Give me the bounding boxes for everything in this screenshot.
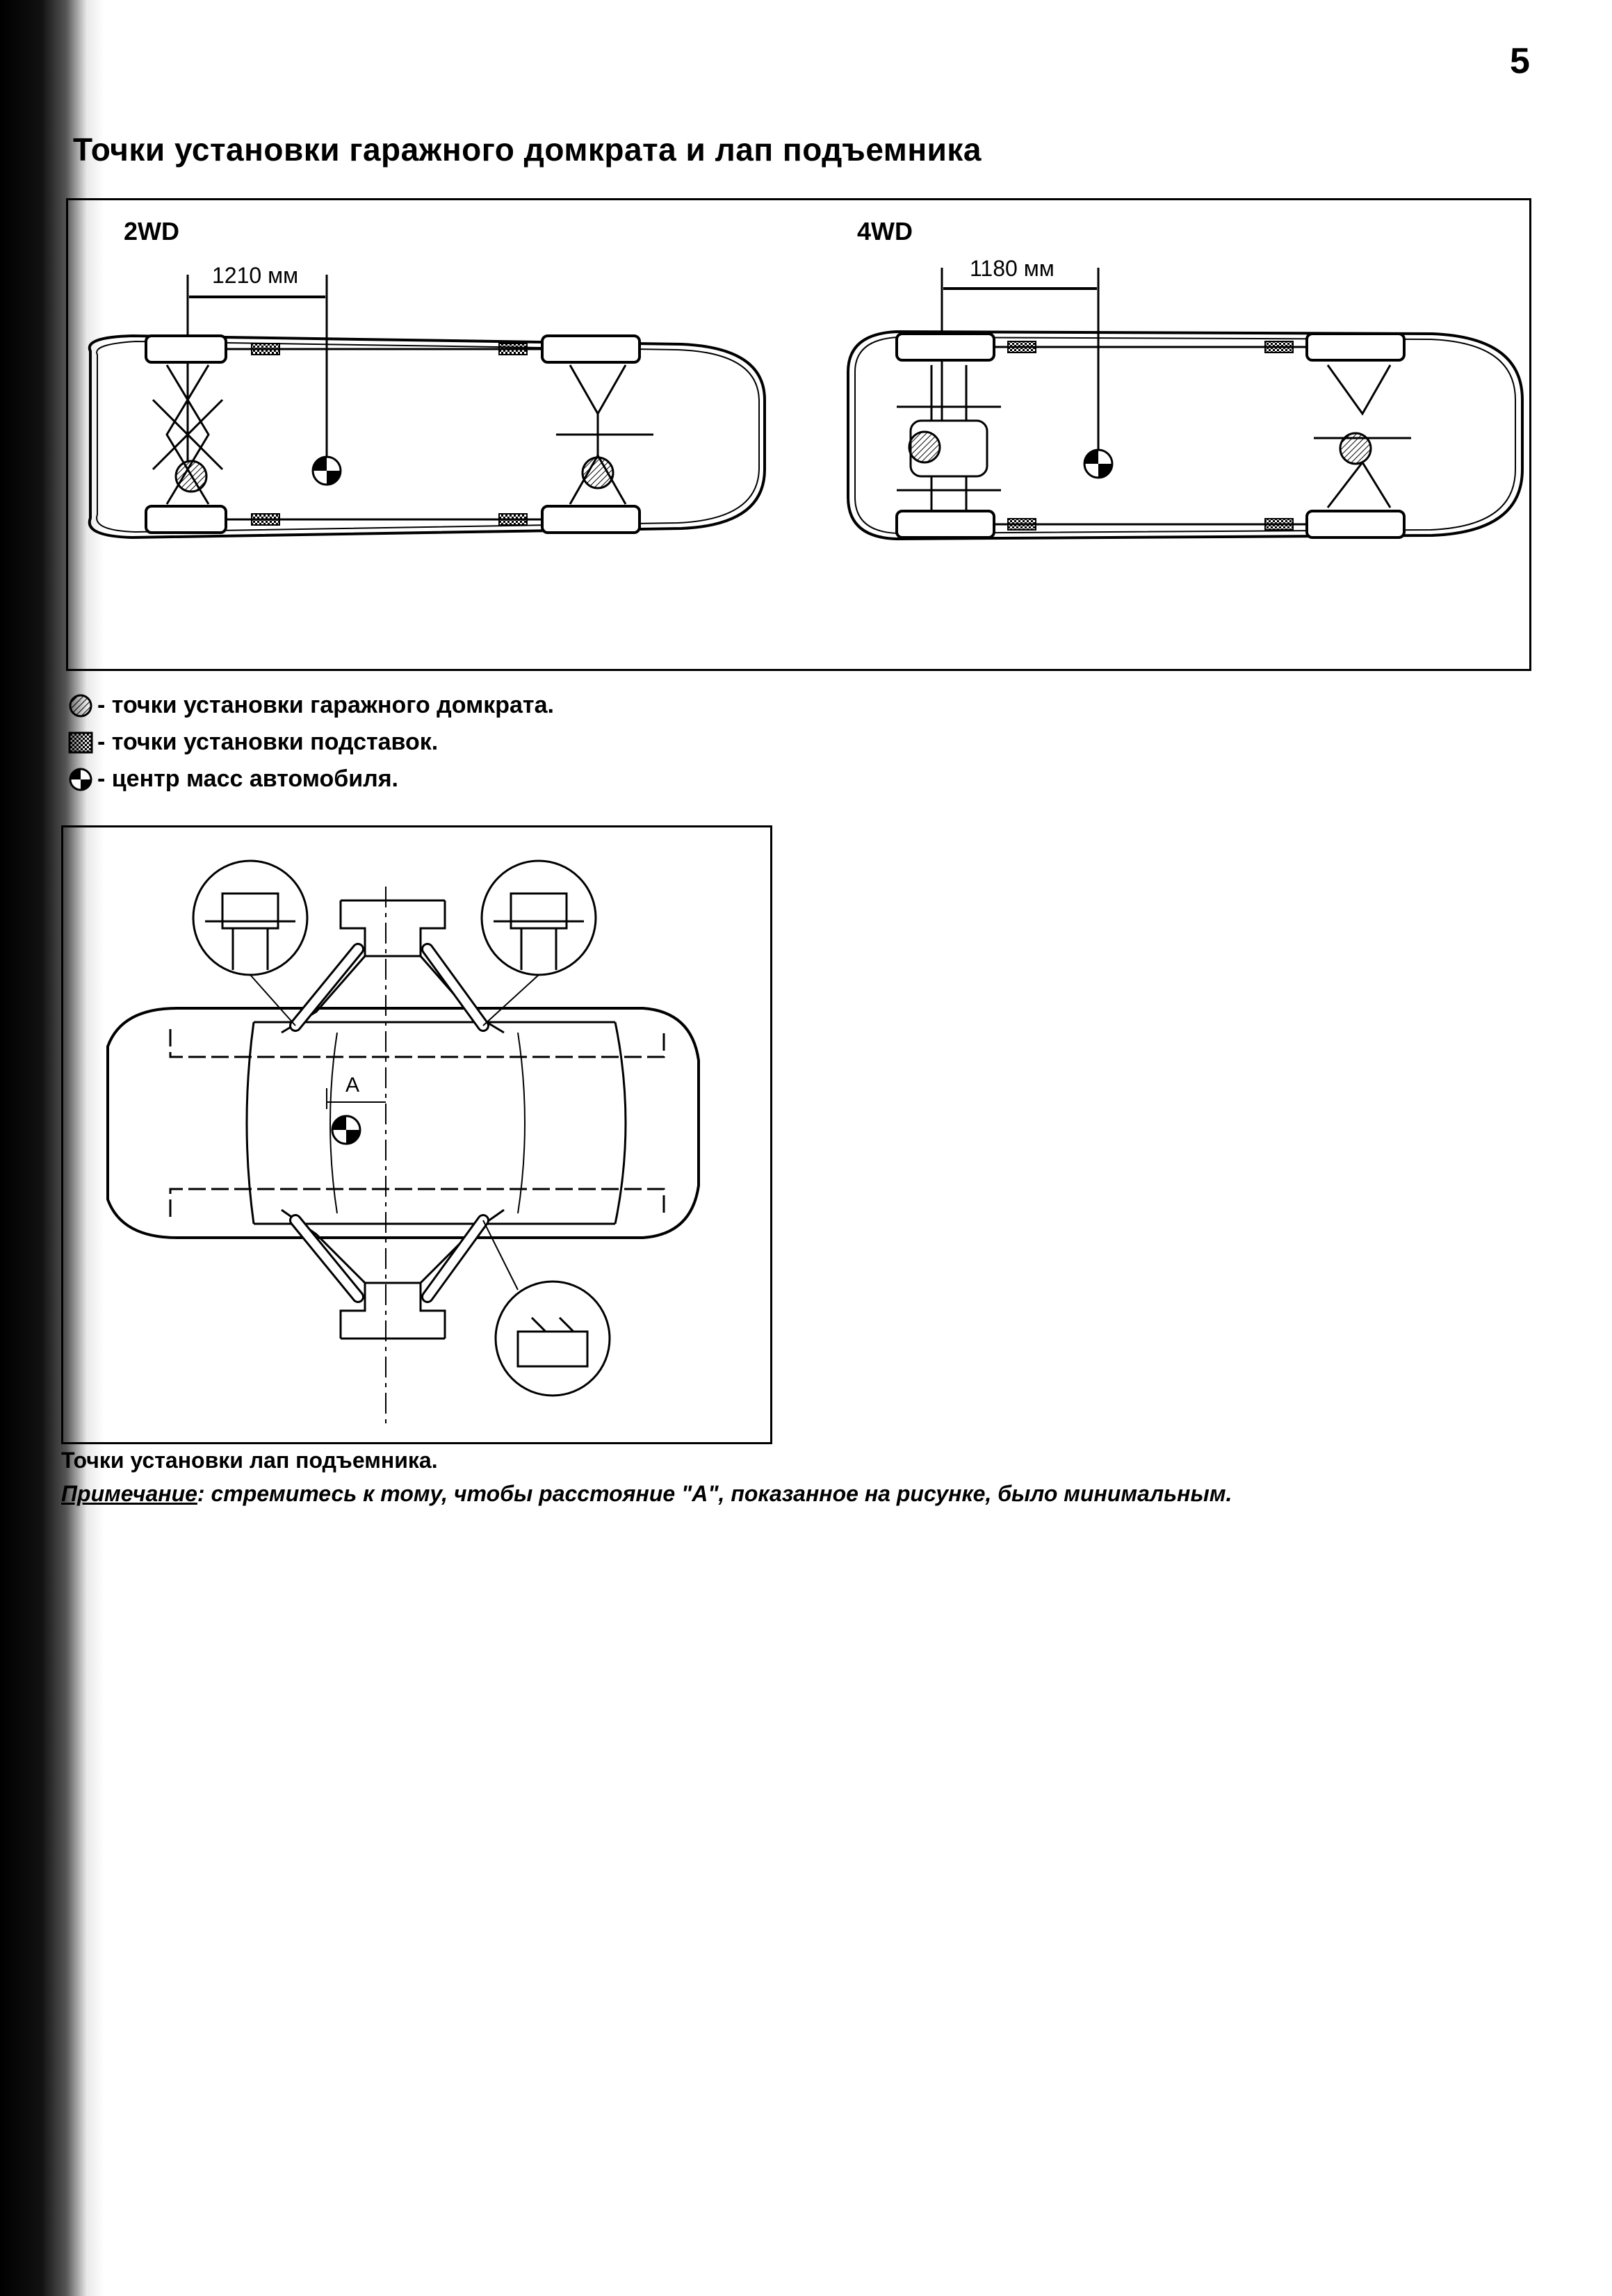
dimension-a-label: A — [345, 1074, 359, 1097]
label-4wd: 4WD — [857, 217, 913, 245]
page-number: 5 — [1510, 41, 1530, 81]
lift-points-figure — [61, 825, 772, 1444]
lift-arms-diagram: A — [106, 859, 700, 1429]
legend-text: - точки установки подставок. — [97, 729, 439, 755]
hatched-square-icon — [68, 731, 93, 753]
legend-item-center-of-mass: - центр масс автомобиля. — [68, 766, 398, 793]
center-of-mass-icon — [69, 768, 92, 791]
hatched-circle-icon — [69, 694, 92, 717]
page-title: Точки установки гаражного домкрата и лап… — [73, 131, 982, 168]
legend-item-jack-points: - точки установки гаражного домкрата. — [68, 692, 554, 719]
chassis-2wd-diagram — [88, 275, 766, 540]
figure-caption: Точки установки лап подъемника. — [61, 1448, 438, 1473]
legend-item-stand-points: - точки установки подставок. — [68, 729, 438, 756]
scan-edge-shadow — [0, 0, 104, 2296]
dimension-2wd: 1210 мм — [212, 263, 299, 288]
legend-text: - точки установки гаражного домкрата. — [97, 692, 554, 718]
chassis-4wd-diagram — [847, 268, 1524, 541]
note: Примечание: стремитесь к тому, чтобы рас… — [61, 1481, 1232, 1507]
jack-points-figure — [66, 198, 1531, 671]
label-2wd: 2WD — [124, 217, 179, 245]
dimension-4wd: 1180 мм — [970, 256, 1055, 281]
note-text: : стремитесь к тому, чтобы расстояние "A… — [197, 1481, 1232, 1506]
legend-text: - центр масс автомобиля. — [97, 766, 399, 792]
note-label: Примечание — [61, 1481, 197, 1506]
